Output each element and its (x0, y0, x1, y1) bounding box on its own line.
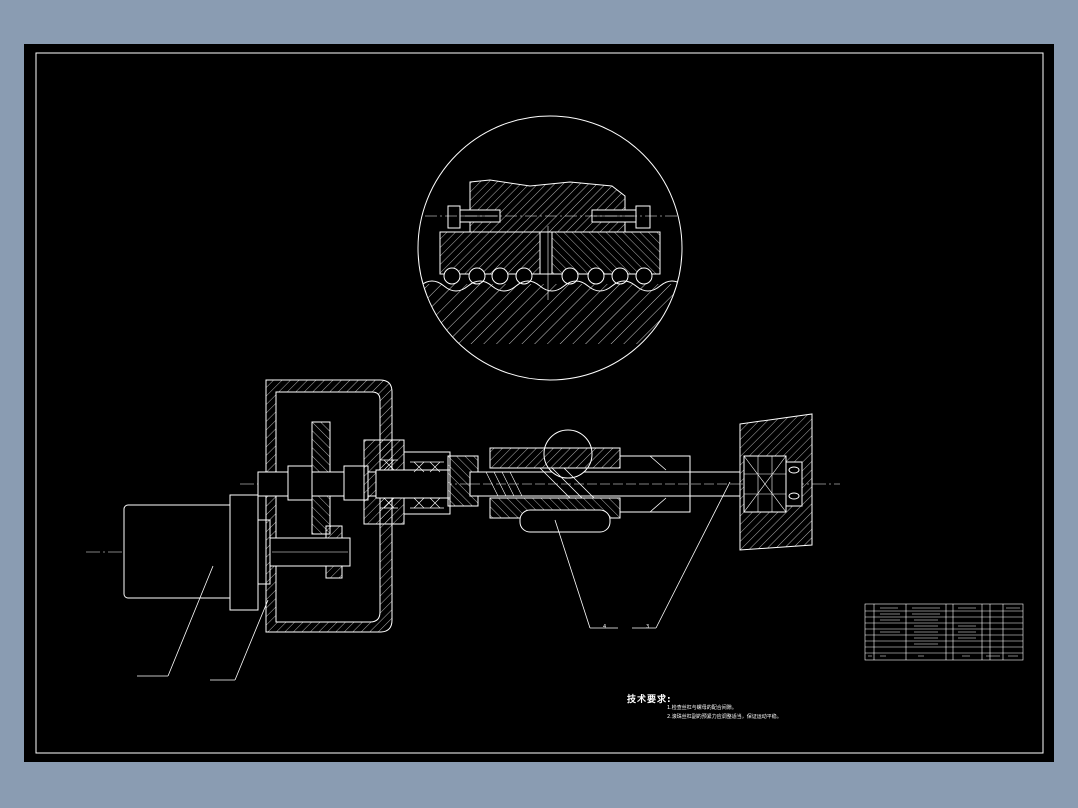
drawing-frame (35, 52, 1044, 754)
parts-list-table (864, 603, 1024, 661)
tech-requirements-line-2: 2.滚珠丝杠副的预紧力应调整适当，保证运动平稳。 (667, 714, 782, 720)
detail-view (417, 115, 683, 381)
drawing-sheet (24, 44, 1054, 762)
leader-lines (137, 481, 731, 681)
tech-requirements-title: 技术要求: (627, 695, 672, 705)
main-assembly (86, 379, 840, 633)
part-label-4: 4 (603, 624, 606, 630)
part-label-3: 3 (646, 624, 649, 630)
tech-requirements-line-1: 1.检查丝杠与螺母的配合间隙。 (667, 705, 737, 711)
